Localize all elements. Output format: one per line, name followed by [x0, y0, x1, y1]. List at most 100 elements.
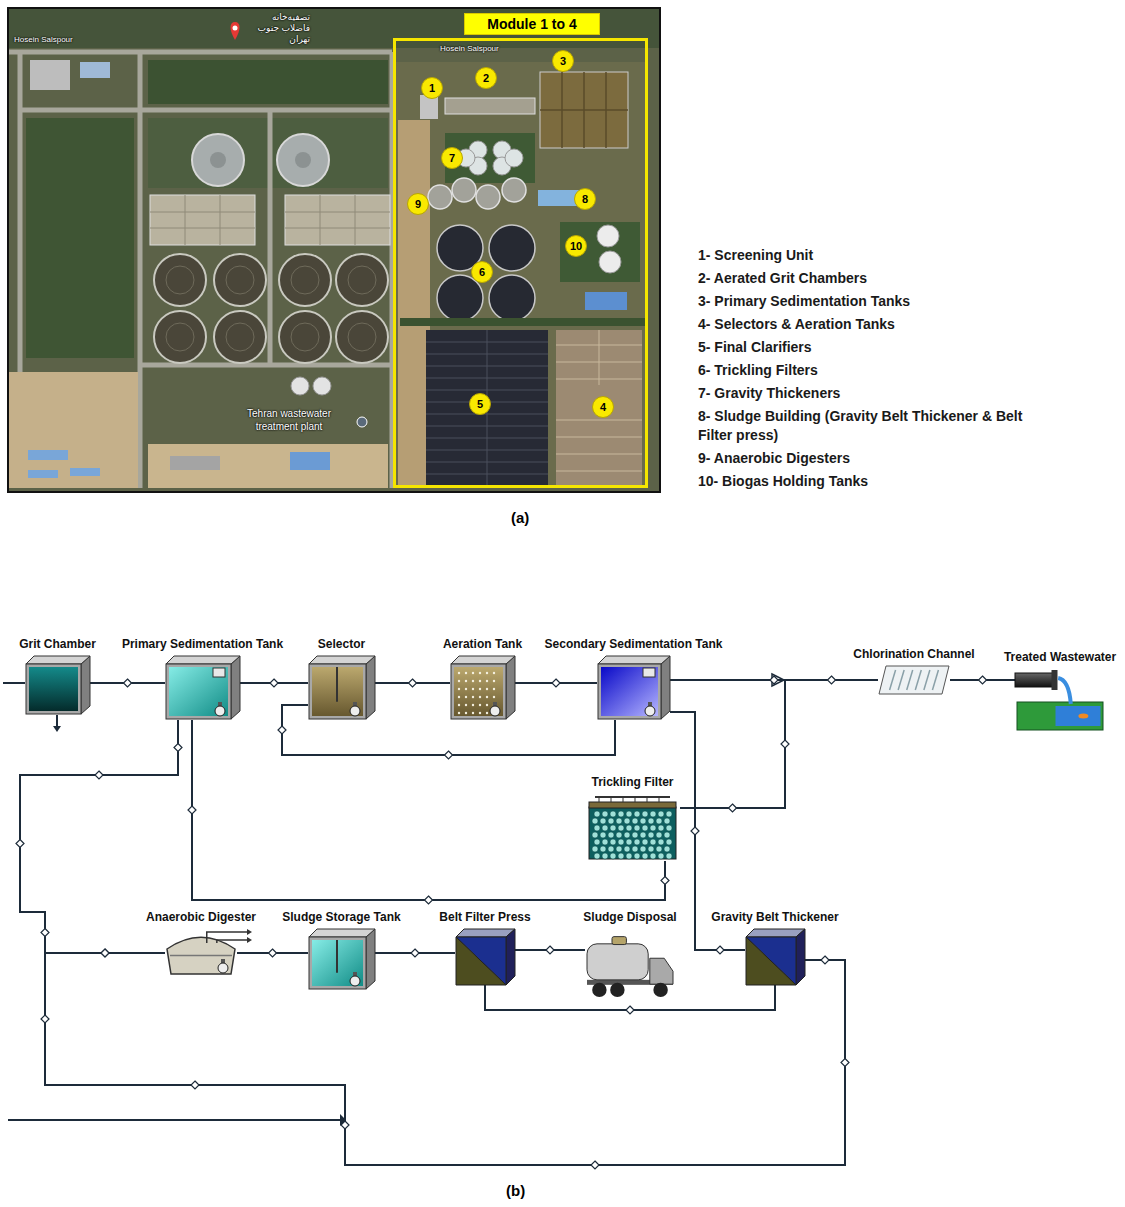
key-item: 9- Anaerobic Digesters	[698, 449, 1043, 468]
filter-media	[650, 825, 656, 831]
drawing-part	[398, 120, 430, 485]
gas-arrow	[247, 929, 252, 935]
equipment-icon	[450, 655, 515, 720]
weir-box	[213, 668, 225, 677]
press-face	[746, 937, 796, 985]
drawing-part	[150, 195, 390, 245]
callout-number: 7	[442, 148, 462, 168]
pump-symbol	[350, 976, 360, 986]
drawing-part	[26, 118, 134, 358]
equipment-icon	[455, 928, 515, 985]
drawing-part	[214, 254, 266, 306]
unit-label: Chlorination Channel	[853, 647, 974, 661]
baffle-wall	[336, 667, 338, 702]
fish-icon	[1078, 714, 1088, 719]
unit-label: Treated Wastewater	[1004, 650, 1116, 664]
module-title: Module 1 to 4	[464, 13, 599, 35]
filter-media	[624, 846, 630, 852]
pump-symbol	[350, 706, 360, 716]
tank-top	[26, 656, 90, 664]
stream-marker	[278, 726, 286, 734]
drawing-part	[556, 330, 642, 471]
air-bubble	[486, 672, 488, 674]
unit-label: Gravity Belt Thickener	[711, 910, 838, 924]
drawing-part	[154, 254, 206, 306]
callout-number: 3	[552, 50, 574, 72]
callout-number: 8	[575, 189, 595, 209]
air-bubble	[465, 672, 467, 674]
unit-label: Selector	[318, 637, 365, 651]
drawing-part	[8, 1119, 345, 1121]
air-bubble	[465, 680, 467, 682]
press-side	[506, 929, 515, 985]
distributor-nozzle	[635, 797, 636, 802]
stream-marker	[188, 806, 196, 814]
drawing-part	[396, 62, 645, 485]
stream-marker	[270, 679, 278, 687]
drawing-part	[400, 318, 645, 326]
press-face	[456, 937, 506, 985]
stream-marker	[729, 804, 737, 812]
callout-number: 7	[441, 147, 463, 169]
air-bubble	[493, 696, 495, 698]
filter-media	[600, 846, 606, 852]
filter-media	[642, 825, 648, 831]
filter-media	[658, 811, 664, 817]
filter-media	[594, 825, 600, 831]
key-item: 10- Biogas Holding Tanks	[698, 472, 1043, 491]
tank-liquid	[29, 667, 78, 711]
tank-wall	[451, 664, 506, 719]
filter-media	[626, 825, 632, 831]
callout-number: 1	[421, 77, 443, 99]
air-bubble	[479, 672, 481, 674]
drawing-part	[540, 72, 628, 148]
filter-media	[594, 853, 600, 859]
key-list: 1- Screening Unit2- Aerated Grit Chamber…	[698, 246, 1043, 491]
callout-number: 6	[471, 261, 493, 283]
filter-media	[648, 846, 654, 852]
air-bubble	[472, 712, 474, 714]
filter-media	[632, 818, 638, 824]
trickling-filter: Trickling Filter	[585, 793, 680, 861]
stream-marker	[626, 1006, 634, 1014]
callout-number: 4	[592, 396, 614, 418]
tank-side	[366, 656, 375, 719]
filter-media	[656, 846, 662, 852]
truck-wheel	[592, 983, 606, 997]
equipment-icon	[1015, 668, 1105, 732]
filter-media	[600, 818, 606, 824]
key-item: 5- Final Clarifiers	[698, 338, 1043, 357]
equipment-icon	[585, 793, 680, 861]
tank-wall	[309, 664, 366, 719]
ground	[1017, 702, 1103, 730]
filter-media	[664, 818, 670, 824]
drawing-part	[426, 330, 548, 485]
air-bubble	[479, 688, 481, 690]
drawing-part	[476, 185, 500, 209]
unit-label: Primary Sedimentation Tank	[122, 637, 283, 651]
drawing-part	[348, 266, 376, 294]
drawing-part	[8, 52, 392, 488]
pump-symbol	[645, 706, 655, 716]
pump-symbol	[218, 702, 222, 706]
air-bubble	[493, 672, 495, 674]
stream-marker	[174, 744, 182, 752]
filter-media	[634, 811, 640, 817]
stream-marker	[16, 840, 24, 848]
distributor-nozzle	[659, 797, 660, 802]
filter-media	[666, 811, 672, 817]
stream-marker	[716, 946, 724, 954]
water-jet	[1058, 678, 1071, 704]
filter-media	[608, 832, 614, 838]
drawing-part	[452, 178, 476, 202]
drawing-part	[192, 134, 244, 186]
filter-media	[608, 818, 614, 824]
callout-number: 9	[408, 194, 428, 214]
air-bubble	[465, 688, 467, 690]
air-bubble	[458, 696, 460, 698]
drawing-part	[8, 8, 660, 492]
callout-number: 10	[565, 235, 587, 257]
drawing-part	[214, 311, 266, 363]
filter-media	[618, 839, 624, 845]
